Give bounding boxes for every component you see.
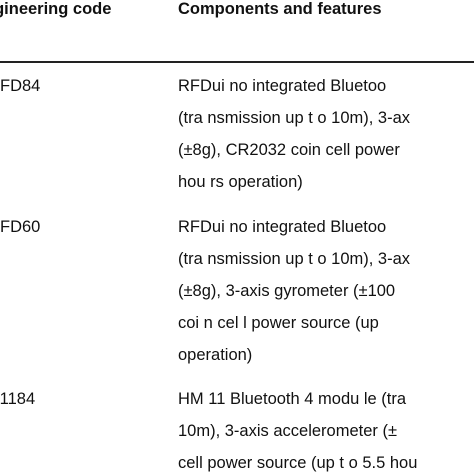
- row-2-line-1: RFDui no integrated Bluetoo: [178, 218, 387, 236]
- row-2-line-5: operation): [178, 346, 253, 364]
- row-3-line-1: HM 11 Bluetooth 4 modu le (tra: [178, 390, 407, 408]
- row-1-line-3: (±8g), CR2032 coin cell power: [178, 141, 400, 159]
- header-divider: [0, 61, 474, 63]
- row-1-line-4: hou rs operation): [178, 173, 303, 191]
- row-1-line-2: (tra nsmission up t o 10m), 3-ax: [178, 109, 410, 127]
- row-2-line-2: (tra nsmission up t o 10m), 3-ax: [178, 250, 410, 268]
- row-2-line-3: (±8g), 3-axis gyrometer (±100: [178, 282, 396, 300]
- row-1-line-1: RFDui no integrated Bluetoo: [178, 77, 387, 95]
- header-components-features: Components and features: [178, 0, 382, 18]
- row-3-code: l1184: [0, 390, 36, 408]
- row-3-line-3: cell power source (up t o 5.5 hou: [178, 454, 418, 472]
- row-2-line-4: coi n cel l power source (up: [178, 314, 379, 332]
- row-3-line-2: 10m), 3-axis accelerometer (±: [178, 422, 398, 440]
- header-engineering-code: ngineering code: [0, 0, 112, 18]
- row-2-code: FD60: [0, 218, 41, 236]
- row-1-code: FD84: [0, 77, 41, 95]
